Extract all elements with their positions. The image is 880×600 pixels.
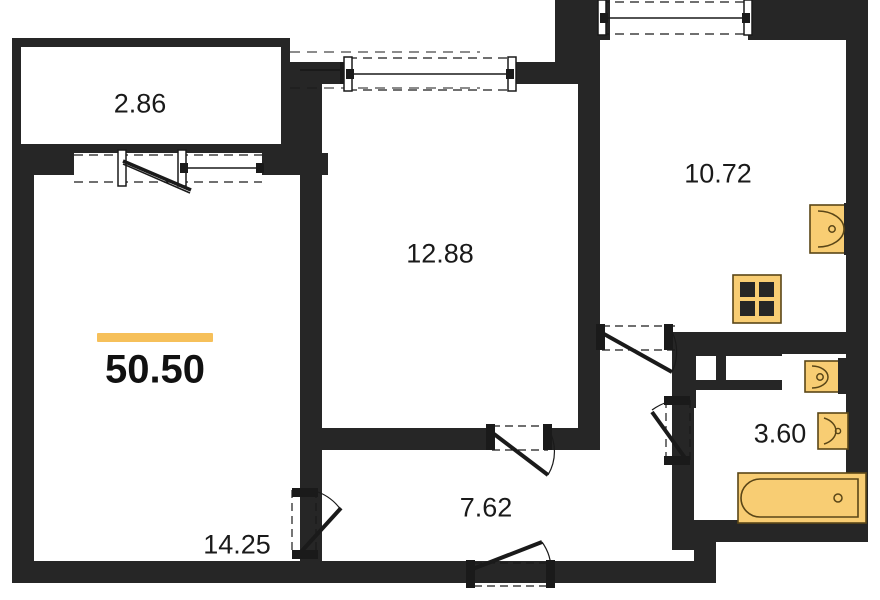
balcony-door: [74, 149, 264, 194]
total-area-accent-bar: [97, 333, 213, 342]
kitchen-sink-icon: [809, 203, 858, 255]
bathtub-icon: [737, 472, 867, 524]
living-room-door: [486, 424, 555, 477]
toilet-icon: [804, 358, 855, 394]
bedroom-door: [291, 488, 343, 559]
kitchen-door: [596, 324, 678, 374]
room-area-living-room: 12.88: [406, 238, 474, 269]
walls: [12, 0, 868, 583]
room-area-bedroom: 14.25: [203, 529, 271, 560]
kitchen-stove-icon: [732, 274, 782, 324]
total-area-label: 50.50: [104, 347, 206, 392]
room-area-balcony: 2.86: [113, 88, 167, 119]
bathroom-sink-icon: [817, 412, 849, 450]
kitchen-window: [597, 0, 753, 36]
entrance-door: [466, 540, 555, 588]
room-area-hallway: 7.62: [459, 492, 513, 523]
bathroom-door: [650, 396, 691, 465]
living-room-window: [343, 56, 517, 92]
room-area-bathroom: 3.60: [753, 418, 807, 449]
room-area-kitchen: 10.72: [684, 158, 752, 189]
